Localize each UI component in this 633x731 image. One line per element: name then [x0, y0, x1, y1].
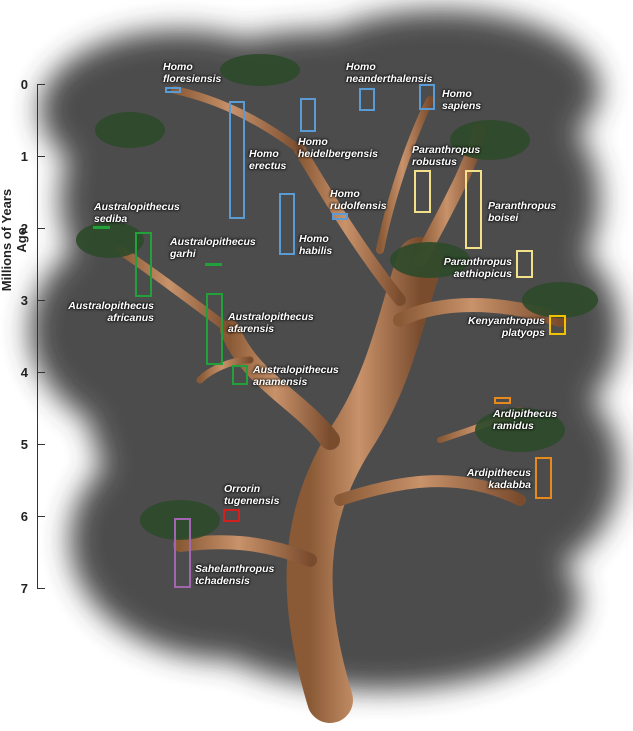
range-australopithecus-garhi [205, 263, 222, 266]
tick-label: 5 [20, 437, 28, 452]
label-ardipithecus-ramidus: Ardipithecus ramidus [493, 408, 558, 432]
range-ardipithecus-ramidus [494, 397, 511, 404]
label-sahelanthropus-tchadensis: Sahelanthropus tchadensis [195, 563, 275, 587]
label-paranthropus-boisei: Paranthropus boisei [488, 200, 557, 224]
range-homo-neanderthalensis [359, 88, 375, 111]
range-homo-rudolfensis [332, 213, 348, 220]
label-orrorin-tugenensis: Orrorin tugenensis [224, 483, 280, 507]
range-homo-floresiensis [165, 87, 181, 93]
range-homo-heidelbergensis [300, 98, 316, 132]
foliage [76, 54, 598, 540]
tree-trunk [115, 86, 567, 723]
label-homo-floresiensis: Homo floresiensis [163, 61, 222, 85]
range-australopithecus-africanus [135, 232, 152, 297]
tick-label: 6 [20, 509, 28, 524]
range-sahelanthropus-tchadensis [174, 518, 191, 588]
range-paranthropus-boisei [465, 170, 482, 249]
range-homo-habilis [279, 193, 295, 255]
range-ardipithecus-kadabba [535, 457, 552, 499]
tick-mark [37, 228, 45, 229]
label-paranthropus-aethiopicus: Paranthropus aethiopicus [443, 256, 512, 280]
range-paranthropus-robustus [414, 170, 431, 213]
label-homo-rudolfensis: Homo rudolfensis [330, 188, 387, 212]
label-australopithecus-africanus: Australopithecus africanus [68, 300, 154, 324]
tick-label: 2 [20, 221, 28, 236]
tick-mark [37, 372, 45, 373]
tick-mark [37, 300, 45, 301]
label-australopithecus-anamensis: Australopithecus anamensis [253, 364, 339, 388]
label-ardipithecus-kadabba: Ardipithecus kadabba [466, 467, 531, 491]
tick-label: 7 [20, 581, 28, 596]
range-australopithecus-sediba [93, 226, 110, 229]
range-australopithecus-anamensis [232, 365, 248, 385]
y-axis-title: Millions of Years Ago [0, 188, 29, 292]
label-kenyanthropus-platyops: Kenyanthropus platyops [467, 315, 545, 339]
label-paranthropus-robustus: Paranthropus robustus [412, 144, 481, 168]
label-australopithecus-sediba: Australopithecus sediba [94, 201, 180, 225]
tick-label: 1 [20, 149, 28, 164]
label-homo-heidelbergensis: Homo heidelbergensis [298, 136, 378, 160]
label-homo-habilis: Homo habilis [299, 233, 333, 257]
range-orrorin-tugenensis [223, 509, 240, 522]
tick-label: 3 [20, 293, 28, 308]
tick-mark [37, 516, 45, 517]
tick-mark [37, 84, 45, 85]
label-homo-neanderthalensis: Homo neanderthalensis [346, 61, 433, 85]
y-axis-line [37, 84, 38, 589]
range-australopithecus-afarensis [206, 293, 223, 365]
range-homo-erectus [229, 101, 245, 219]
label-homo-erectus: Homo erectus [249, 148, 287, 172]
tick-mark [37, 444, 45, 445]
label-australopithecus-afarensis: Australopithecus afarensis [228, 311, 314, 335]
tick-label: 4 [20, 365, 28, 380]
range-homo-sapiens [419, 84, 435, 110]
tick-label: 0 [20, 77, 28, 92]
label-homo-sapiens: Homo sapiens [442, 88, 482, 112]
range-paranthropus-aethiopicus [516, 250, 533, 278]
range-kenyanthropus-platyops [549, 315, 566, 335]
tick-mark [37, 156, 45, 157]
label-australopithecus-garhi: Australopithecus garhi [170, 236, 256, 260]
tick-mark [37, 588, 45, 589]
